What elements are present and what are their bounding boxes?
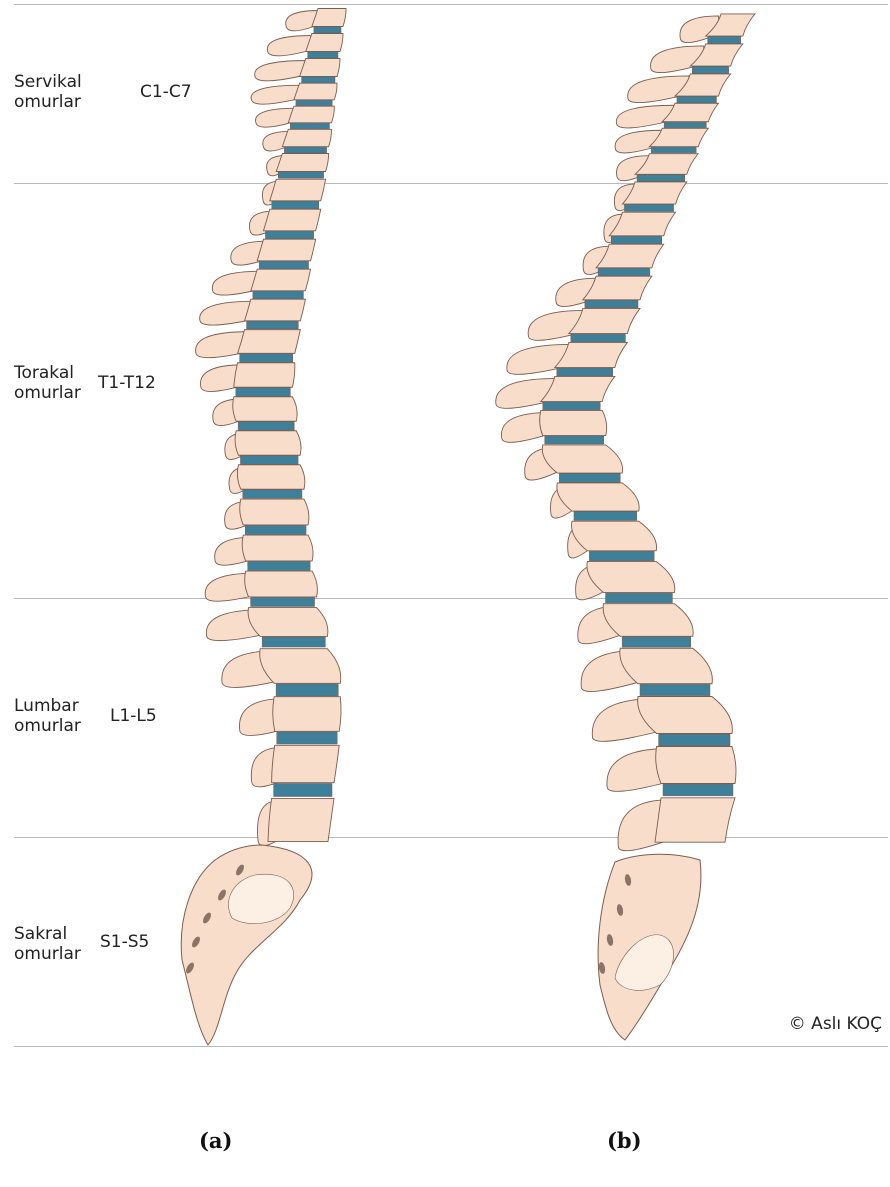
intervertebral-disc bbox=[640, 684, 710, 695]
intervertebral-disc bbox=[663, 784, 733, 796]
intervertebral-disc bbox=[259, 261, 308, 269]
intervertebral-disc bbox=[247, 321, 299, 329]
intervertebral-disc bbox=[606, 593, 673, 603]
vertebra-body bbox=[620, 648, 713, 684]
vertebra-body bbox=[638, 697, 733, 734]
vertebra-body bbox=[572, 521, 657, 551]
intervertebral-disc bbox=[262, 637, 325, 647]
vertebra-body bbox=[587, 561, 675, 592]
intervertebral-disc bbox=[277, 732, 337, 744]
intervertebral-disc bbox=[236, 388, 291, 397]
intervertebral-disc bbox=[611, 236, 662, 243]
vertebra-body bbox=[270, 179, 326, 201]
intervertebral-disc bbox=[265, 231, 313, 239]
vertebra-body bbox=[540, 410, 607, 435]
intervertebral-disc bbox=[248, 561, 310, 570]
intervertebral-disc bbox=[571, 334, 626, 342]
intervertebral-disc bbox=[296, 100, 332, 106]
intervertebral-disc bbox=[253, 291, 304, 299]
vertebra-body bbox=[603, 604, 693, 637]
vertebra-body bbox=[245, 571, 318, 597]
vertebra-body bbox=[557, 483, 639, 511]
vertebra-body bbox=[656, 747, 736, 784]
intervertebral-disc bbox=[238, 422, 294, 431]
intervertebral-disc bbox=[557, 368, 613, 376]
intervertebral-disc bbox=[559, 474, 620, 483]
intervertebral-disc bbox=[272, 201, 319, 209]
vertebra-body bbox=[282, 129, 331, 146]
vertebra-body bbox=[260, 649, 341, 684]
vertebra-body bbox=[542, 445, 622, 473]
intervertebral-disc bbox=[622, 637, 691, 647]
intervertebral-disc bbox=[543, 402, 600, 410]
intervertebral-disc bbox=[240, 456, 298, 465]
intervertebral-disc bbox=[585, 300, 638, 307]
vertebra-body bbox=[233, 397, 297, 421]
intervertebral-disc bbox=[284, 147, 326, 153]
vertebra-body bbox=[263, 209, 320, 231]
vertebra-body bbox=[655, 798, 735, 842]
vertebra-body bbox=[251, 269, 311, 291]
intervertebral-disc bbox=[637, 175, 685, 182]
vertebra-body bbox=[248, 608, 328, 637]
intervertebral-disc bbox=[308, 52, 338, 58]
intervertebral-disc bbox=[574, 512, 637, 521]
intervertebral-disc bbox=[245, 525, 306, 534]
intervertebral-disc bbox=[598, 268, 650, 275]
vertebra-body bbox=[240, 499, 309, 525]
vertebra-body bbox=[294, 83, 337, 100]
intervertebral-disc bbox=[314, 27, 341, 33]
vertebra-body bbox=[288, 106, 334, 123]
vertebra-body bbox=[245, 299, 306, 321]
vertebra-body bbox=[234, 363, 295, 387]
vertebra-body bbox=[268, 798, 334, 841]
intervertebral-disc bbox=[302, 77, 335, 83]
intervertebral-disc bbox=[589, 551, 654, 560]
vertebra-body bbox=[276, 154, 328, 172]
intervertebral-disc bbox=[276, 684, 338, 696]
intervertebral-disc bbox=[677, 96, 717, 103]
spine-a-posterior-lateral bbox=[181, 9, 346, 1046]
intervertebral-disc bbox=[659, 734, 730, 746]
intervertebral-disc bbox=[243, 490, 302, 499]
intervertebral-disc bbox=[290, 123, 329, 129]
sacrum bbox=[181, 845, 312, 1045]
intervertebral-disc bbox=[240, 354, 293, 362]
spine-b-lateral bbox=[496, 14, 755, 1040]
intervertebral-disc bbox=[624, 204, 673, 211]
panel-label-b: (b) bbox=[607, 1128, 642, 1153]
vertebra-body bbox=[242, 535, 313, 561]
vertebra-body bbox=[238, 330, 301, 354]
intervertebral-disc bbox=[274, 783, 332, 796]
vertebra-body bbox=[300, 59, 340, 77]
vertebra-body bbox=[312, 9, 346, 27]
vertebra-process bbox=[267, 36, 313, 56]
intervertebral-disc bbox=[708, 36, 741, 43]
panel-label-a: (a) bbox=[199, 1128, 232, 1153]
intervertebral-disc bbox=[664, 122, 706, 128]
vertebra-body bbox=[306, 34, 343, 52]
intervertebral-disc bbox=[278, 172, 323, 178]
vertebra-body bbox=[273, 697, 341, 732]
intervertebral-disc bbox=[251, 597, 315, 606]
vertebra-process bbox=[255, 61, 308, 81]
intervertebral-disc bbox=[651, 147, 696, 153]
intervertebral-disc bbox=[545, 436, 604, 444]
intervertebral-disc bbox=[692, 66, 728, 73]
vertebra-body bbox=[272, 745, 340, 782]
vertebra-body bbox=[257, 239, 316, 261]
vertebra-body bbox=[235, 431, 301, 455]
vertebra-body bbox=[237, 465, 304, 489]
vertebra-process bbox=[251, 85, 302, 104]
